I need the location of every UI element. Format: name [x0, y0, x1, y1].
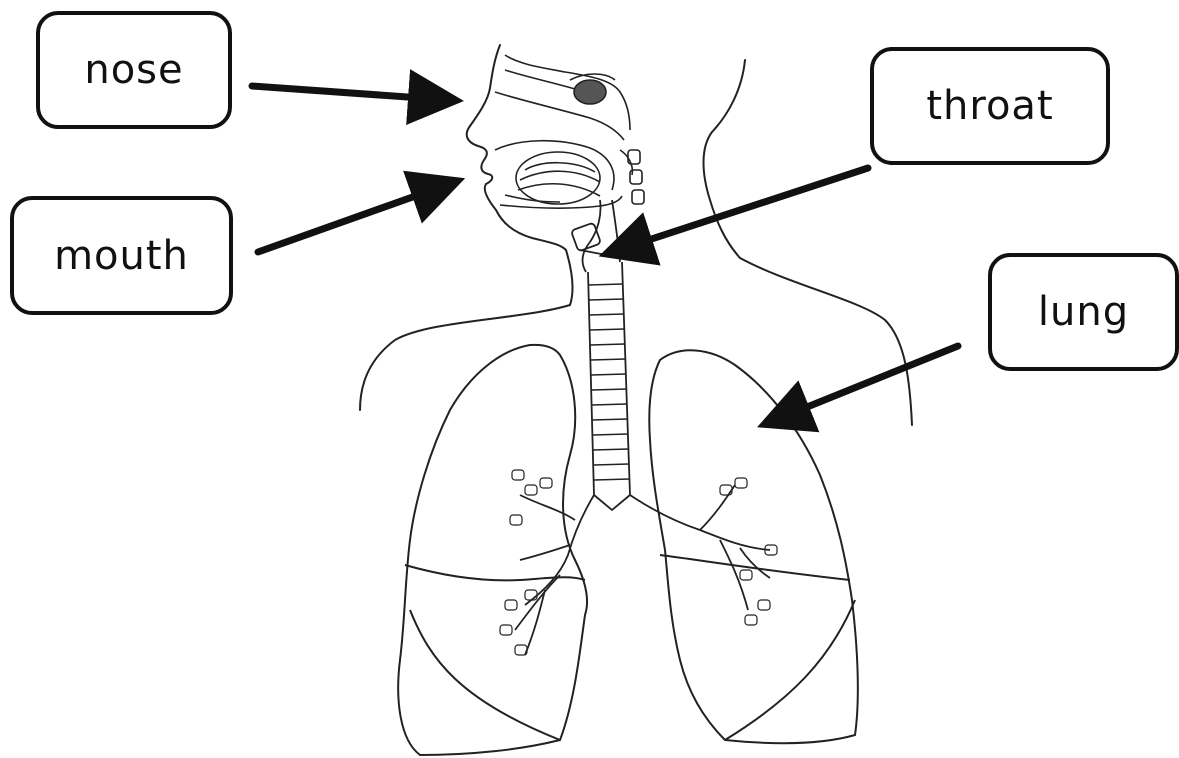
throat-label: throat [926, 83, 1053, 129]
nose-label-box: nose [36, 11, 232, 129]
mouth-label-box: mouth [10, 196, 233, 315]
mouth-label: mouth [54, 233, 189, 279]
throat-larynx [571, 200, 622, 272]
arrow-to-nose [252, 86, 450, 100]
nose-label: nose [84, 47, 183, 93]
mouth-cavity [495, 141, 622, 209]
left-lung [398, 345, 587, 755]
lung-label-box: lung [988, 253, 1179, 371]
arrow-to-throat [612, 168, 868, 252]
arrow-to-lung [770, 346, 958, 422]
trachea [588, 262, 630, 495]
right-lung [649, 350, 858, 743]
nasal-cavity [495, 55, 644, 204]
lung-label: lung [1038, 289, 1129, 335]
throat-label-box: throat [870, 47, 1110, 165]
bronchi [500, 470, 777, 655]
arrow-to-mouth [258, 183, 452, 252]
